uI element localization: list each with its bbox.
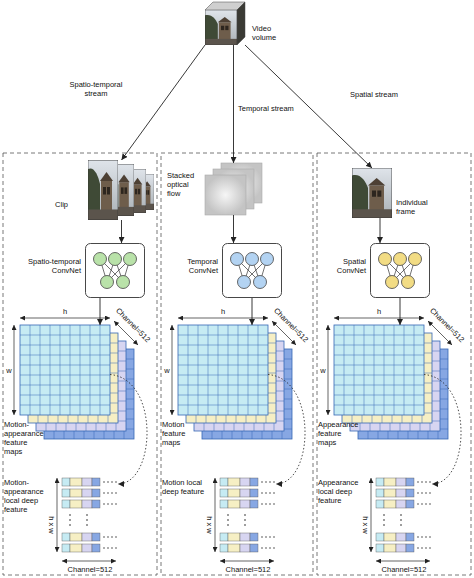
dimension-label: Channel=512 — [226, 565, 271, 574]
stream-panel — [3, 153, 157, 575]
convnet-box: Spatio-temporal ConvNet — [85, 243, 145, 298]
local-feature-rows: Motion local deep feature — [220, 478, 276, 552]
individual-frame: Individual frame — [352, 168, 392, 218]
flow-arrow — [252, 298, 253, 325]
dimension-label: w — [320, 366, 325, 375]
dotted-arrow — [424, 375, 461, 485]
dimension-label: h x w — [361, 516, 370, 534]
local-feature-rows: Appearance local deep feature — [376, 478, 432, 552]
network-icon — [223, 244, 282, 298]
feature-vector-rows — [57, 478, 117, 561]
video-volume: Video volume — [205, 2, 245, 45]
node-label: Motion local deep feature — [162, 478, 208, 496]
flow-arrow — [122, 45, 206, 160]
dimension-label: h x w — [205, 516, 214, 534]
node-label: Clip — [38, 200, 68, 209]
feature-vector-rows — [371, 478, 431, 561]
frame-art — [352, 168, 392, 218]
flow-arrow — [233, 215, 234, 243]
dotted-arrow — [268, 375, 305, 485]
optical-flow-stack: Stacked optical flow — [205, 163, 262, 215]
convnet-box: Spatial ConvNet — [370, 243, 430, 298]
flow-arrow — [400, 298, 401, 325]
network-icon — [86, 244, 145, 298]
dimension-label: Channel=512 — [428, 306, 466, 344]
stream-label: Spatio-temporal stream — [58, 80, 134, 98]
clip-frames: Clip — [88, 160, 155, 220]
clip-frames-art — [88, 160, 154, 220]
convnet-box: Temporal ConvNet — [222, 243, 282, 298]
dimension-label: h — [63, 307, 67, 316]
dotted-arrow — [110, 375, 147, 485]
dimension-label: Channel=512 — [68, 565, 113, 574]
stream-panel — [317, 153, 471, 575]
dimension-label: h — [221, 307, 225, 316]
feature-map-grid — [172, 318, 296, 439]
dimension-label: w — [6, 366, 11, 375]
node-label: Stacked optical flow — [167, 171, 203, 198]
stream-panel — [161, 153, 313, 575]
dimension-label: h — [377, 307, 381, 316]
network-icon — [371, 244, 430, 298]
flow-arrow — [121, 220, 122, 243]
node-label: Video volume — [252, 24, 292, 42]
feature-map-stack: Motion-appearance feature maps — [20, 325, 110, 415]
dimension-label: h x w — [47, 516, 56, 534]
dimension-label: Channel=512 — [272, 306, 310, 344]
node-label: Motion feature maps — [162, 420, 204, 447]
flow-arrow — [380, 218, 381, 243]
feature-map-stack: Motion feature maps — [178, 325, 268, 415]
dimension-label: Channel=512 — [114, 306, 152, 344]
optical-flow-art — [205, 163, 262, 215]
feature-map-stack: Appearance feature maps — [334, 325, 424, 415]
video-cube — [205, 2, 245, 45]
node-label: Individual frame — [396, 198, 442, 216]
node-label: Motion-appearance local deep feature — [4, 478, 50, 514]
node-label: Appearance local deep feature — [318, 478, 364, 505]
dimension-label: Channel=512 — [382, 565, 427, 574]
feature-vector-rows — [215, 478, 275, 561]
node-label: Spatio-temporal ConvNet — [5, 257, 81, 275]
feature-map-grid — [14, 318, 138, 439]
stream-label: Spatial stream — [350, 90, 410, 99]
dimension-label: w — [164, 366, 169, 375]
node-label: Appearance feature maps — [318, 420, 360, 447]
node-label: Temporal ConvNet — [172, 257, 218, 275]
node-label: Spatial ConvNet — [320, 257, 366, 275]
node-label: Motion-appearance feature maps — [4, 420, 46, 456]
flow-arrow — [233, 45, 234, 163]
local-feature-rows: Motion-appearance local deep feature — [62, 478, 118, 552]
flow-arrow — [100, 298, 101, 325]
stream-label: Temporal stream — [238, 104, 308, 113]
